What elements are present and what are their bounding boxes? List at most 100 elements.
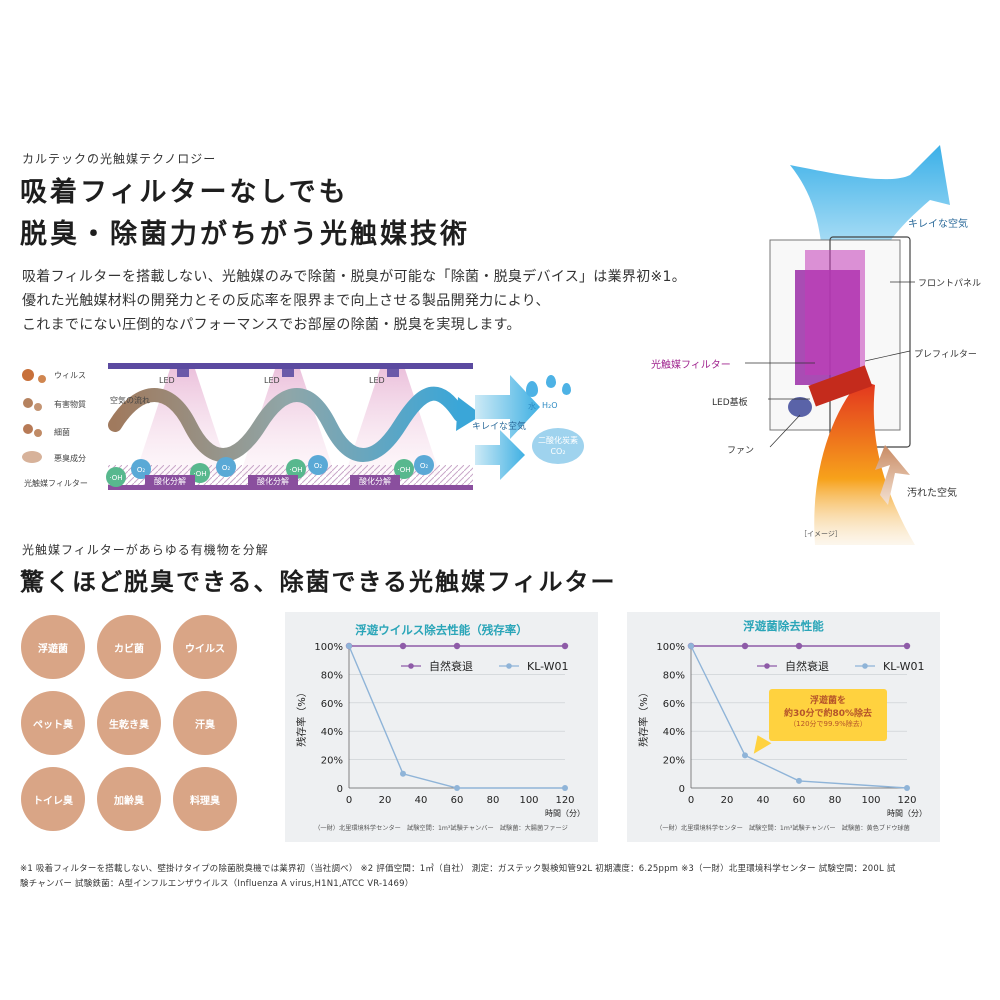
y-tick-label: 100% <box>314 642 343 653</box>
water-icon: 水 H₂O <box>518 375 588 415</box>
led-fixture <box>387 369 399 377</box>
target-circle: 生乾き臭 <box>97 691 161 755</box>
data-point <box>903 642 911 650</box>
o2-bubble: O₂ <box>137 466 146 474</box>
callout-box: 浮遊菌を 約30分で約80%除去 （120分で99.9%除去） <box>769 689 887 741</box>
y-tick-label: 0 <box>337 784 343 795</box>
y-tick-label: 20% <box>321 756 343 767</box>
y-tick-label: 80% <box>321 670 343 681</box>
target-circle: 加齢臭 <box>97 767 161 831</box>
data-point <box>561 642 569 650</box>
x-tick-label: 60 <box>793 795 806 806</box>
contaminant-icons <box>22 369 46 463</box>
o2-bubble: O₂ <box>420 462 429 470</box>
x-tick-label: 0 <box>346 795 352 806</box>
data-point <box>562 785 568 791</box>
x-axis-label: 時間（分） <box>545 809 585 818</box>
contaminant-label: 悪臭成分 <box>54 453 86 463</box>
y-tick-label: 20% <box>663 756 685 767</box>
co2-label: 二酸化炭素 <box>538 436 578 445</box>
x-axis-label: 時間（分） <box>887 809 927 818</box>
data-point <box>454 785 460 791</box>
air-flow-arrowhead <box>456 397 482 431</box>
oh-bubble: ·OH <box>110 474 123 482</box>
data-point <box>453 642 461 650</box>
source-note: （一財）北里環境科学センター 試験空間：1m³試験チャンバー 試験菌：大腸菌ファ… <box>314 824 568 832</box>
led-bar <box>108 363 473 369</box>
clean-air-arrow <box>475 375 540 439</box>
o2-bubble: O₂ <box>314 462 323 470</box>
target-circle: 料理臭 <box>173 767 237 831</box>
series-line <box>348 645 565 789</box>
data-point <box>796 777 802 784</box>
co2-bubble: 二酸化炭素 CO₂ <box>532 428 584 464</box>
callout-line-1: 浮遊菌を <box>809 696 846 706</box>
x-tick-label: 120 <box>555 795 574 806</box>
fan <box>788 397 812 417</box>
footnote-line-1: ※1 吸着フィルターを搭載しない、壁掛けタイプの除菌脱臭機では業界初（当社調べ）… <box>20 864 896 874</box>
led-beam <box>240 369 335 475</box>
footnote-line-2: 験チャンバー 試験鉄菌：A型インフルエンザウイルス（Influenza A vi… <box>20 879 414 889</box>
oh-bubble: ·OH <box>194 470 207 478</box>
dirty-air-arrow <box>875 445 910 505</box>
led-label: LED <box>264 376 280 385</box>
contaminant-label: ウィルス <box>54 371 86 380</box>
target-circle: カビ菌 <box>97 615 161 679</box>
photocatalyst-filter-label: 光触媒フィルター <box>651 360 731 371</box>
series-line <box>690 645 908 789</box>
data-point <box>688 643 694 649</box>
data-point <box>904 785 910 791</box>
pre-filter-label: プレフィルター <box>914 350 977 360</box>
legend-label: 自然衰退 <box>785 659 829 673</box>
led-fixture <box>177 369 189 377</box>
intro-line-1: 吸着フィルターを搭載しない、光触媒のみで除菌・脱臭が可能な「除菌・脱臭デバイス」… <box>22 269 687 285</box>
led-board <box>808 365 873 407</box>
oh-bubble: ·OH <box>398 466 411 474</box>
dirty-air-label: 汚れた空気 <box>907 488 957 499</box>
intro-text: 吸着フィルターを搭載しない、光触媒のみで除菌・脱臭が可能な「除菌・脱臭デバイス」… <box>22 265 742 337</box>
dirty-air-stream <box>814 380 915 545</box>
clean-air-arrow <box>475 430 525 480</box>
data-point <box>795 642 803 650</box>
led-label: LED <box>369 376 385 385</box>
oxidation-label: 酸化分解 <box>359 476 391 486</box>
chart-panel-virus <box>285 612 598 842</box>
section2-kicker: 光触媒フィルターがあらゆる有機物を分解 <box>22 543 269 557</box>
headline-line-1: 吸着フィルターなしでも <box>20 177 349 208</box>
target-circle: ペット臭 <box>21 691 85 755</box>
x-tick-label: 80 <box>829 795 842 806</box>
data-point <box>742 752 748 759</box>
x-tick-label: 40 <box>757 795 770 806</box>
x-tick-label: 80 <box>487 795 500 806</box>
water-label: 水 <box>528 402 536 411</box>
target-circle: 浮遊菌 <box>21 615 85 679</box>
device-illustration <box>745 145 950 545</box>
data-point <box>741 642 749 650</box>
air-flow-wave <box>108 386 467 462</box>
data-point <box>399 642 407 650</box>
target-circle: トイレ臭 <box>21 767 85 831</box>
legend-marker <box>506 663 512 669</box>
target-circle: ウイルス <box>173 615 237 679</box>
air-flow-label: 空気の流れ <box>110 395 150 405</box>
x-tick-label: 0 <box>688 795 694 806</box>
legend-marker <box>764 663 770 669</box>
legend-label: KL-W01 <box>883 660 925 673</box>
data-point <box>400 770 406 777</box>
chart-title-bacteria: 浮遊菌除去性能 <box>743 619 824 633</box>
y-tick-label: 40% <box>321 727 343 738</box>
legend-label: KL-W01 <box>527 660 569 673</box>
water-formula: H₂O <box>542 401 558 410</box>
x-tick-label: 100 <box>861 795 880 806</box>
y-tick-label: 60% <box>321 699 343 710</box>
source-note: （一財）北里環境科学センター 試験空間：1m³試験チャンバー 試験菌：黄色ブドウ… <box>656 824 910 832</box>
section2-headline: 驚くほど脱臭できる、除菌できる光触媒フィルター <box>20 568 617 596</box>
y-axis-label: 残存率（%） <box>295 687 308 747</box>
x-tick-label: 20 <box>721 795 734 806</box>
oxidation-label: 酸化分解 <box>257 476 289 486</box>
legend-marker <box>408 663 414 669</box>
x-tick-label: 100 <box>519 795 538 806</box>
x-tick-label: 120 <box>897 795 916 806</box>
